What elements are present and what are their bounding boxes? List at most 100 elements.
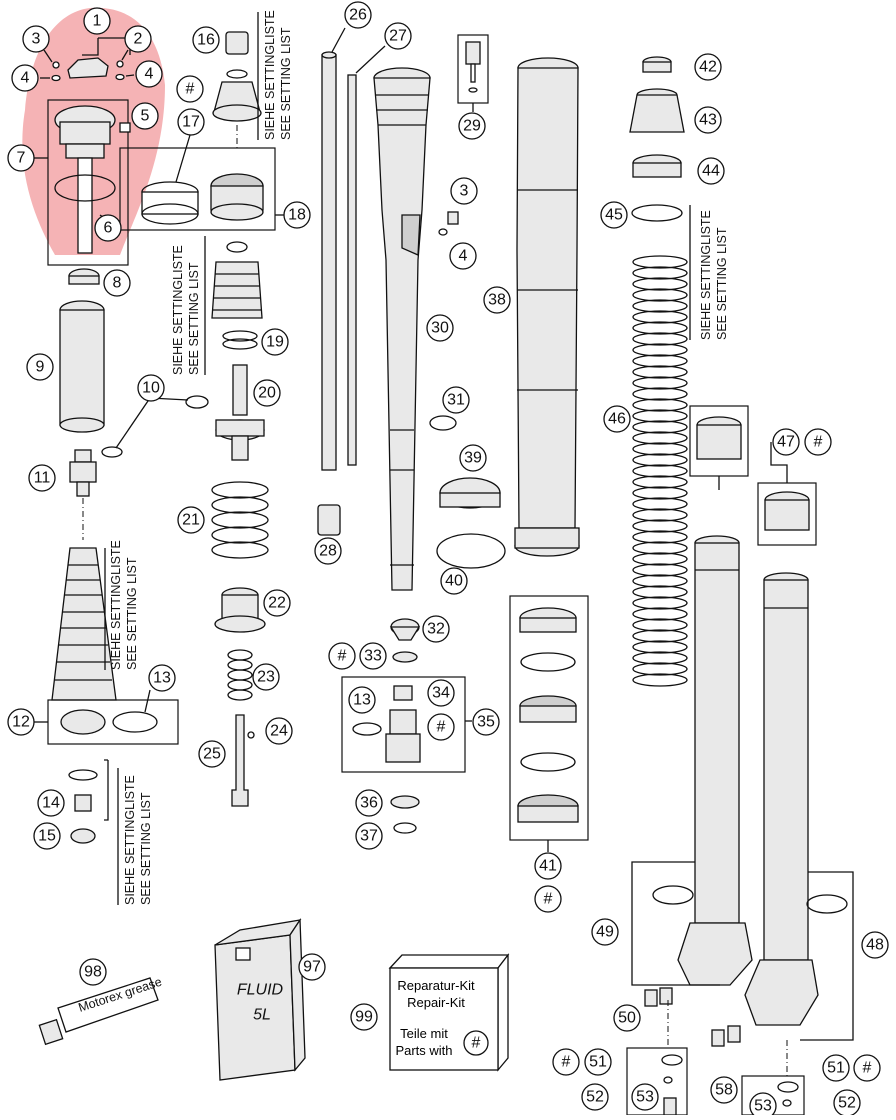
svg-text:#: #	[863, 1060, 872, 1077]
spring-coil	[632, 277, 688, 291]
fork-cap-body	[59, 121, 111, 145]
svg-text:33: 33	[364, 648, 382, 665]
outer-tube-part-38	[516, 67, 579, 529]
valve-part-11-top	[74, 449, 92, 463]
oil-can-part-97: FLUID 5L	[214, 917, 306, 1081]
svg-text:#: #	[544, 891, 553, 908]
callout-2: 2	[124, 25, 152, 53]
svg-text:#: #	[437, 719, 446, 736]
leader-47	[718, 442, 788, 490]
setting-list-label-mid: SIEHE SETTINGLISTE SEE SETTING LIST	[171, 236, 206, 375]
svg-text:28: 28	[319, 543, 337, 560]
piston-rod-part-26	[321, 54, 337, 471]
svg-text:8: 8	[113, 275, 122, 292]
callout-39: 39	[459, 444, 487, 472]
bolt-part-53a	[663, 1097, 677, 1116]
spring-coil	[632, 596, 688, 610]
hash-marker-51a: #	[552, 1048, 580, 1076]
bushing-part-47a-side	[696, 424, 742, 460]
callout-25: 25	[198, 740, 226, 768]
spring-seat-part-43	[629, 94, 685, 133]
needle-part-25	[231, 714, 249, 807]
shim-lines	[54, 564, 112, 681]
svg-text:#: #	[338, 648, 347, 665]
svg-text:18: 18	[288, 207, 306, 224]
oring-part-48	[806, 894, 848, 914]
svg-text:17: 17	[182, 114, 200, 131]
valve-part-29-stem	[470, 63, 476, 83]
svg-text:25: 25	[203, 746, 221, 763]
ring-part-17-side	[141, 191, 199, 215]
callout-19: 19	[261, 328, 289, 356]
oring-part-10b	[101, 446, 123, 458]
callout-26: 26	[344, 1, 372, 29]
nut-part-20-body	[215, 419, 265, 437]
callout-16: 16	[192, 26, 220, 54]
cap-bracket-part	[67, 57, 109, 79]
damper-rod-part	[77, 157, 93, 254]
svg-text:98: 98	[84, 964, 102, 981]
svg-text:27: 27	[389, 28, 407, 45]
repair-kit-parts-en: Parts with	[395, 1043, 452, 1058]
spring-coil	[632, 409, 688, 423]
callout-53a: 53	[631, 1083, 659, 1111]
rod-top-26	[321, 51, 337, 59]
assembly-box-18	[119, 147, 276, 231]
setting-list-de-2: SIEHE SETTINGLISTE	[171, 245, 185, 375]
callout-53b: 53	[749, 1092, 777, 1120]
bushing-part-39-side	[439, 492, 501, 508]
spring-coil	[632, 464, 688, 478]
callout-29: 29	[458, 112, 486, 140]
cap-part-16	[225, 31, 249, 55]
nut-part-8-side	[68, 275, 100, 285]
svg-text:1: 1	[93, 13, 102, 30]
svg-text:53: 53	[754, 1098, 772, 1115]
setting-list-en-1: SEE SETTING LIST	[279, 27, 293, 140]
ring-part-17-bottom	[141, 203, 199, 225]
svg-text:99: 99	[355, 1009, 373, 1026]
setting-list-label-bottom: SIEHE SETTINGLISTE SEE SETTING LIST	[117, 768, 153, 905]
svg-text:#: #	[814, 434, 823, 451]
spring-coil	[632, 343, 688, 357]
shim-lines-col2	[212, 273, 262, 311]
spring-coil	[632, 497, 688, 511]
callout-35: 35	[472, 708, 500, 736]
spring-coil	[632, 563, 688, 577]
callout-45: 45	[600, 201, 628, 229]
callout-8: 8	[103, 269, 131, 297]
spring-coil	[632, 431, 688, 445]
washer-part	[68, 769, 98, 781]
washer-part-52a	[663, 1076, 673, 1084]
svg-text:14: 14	[42, 795, 60, 812]
svg-text:97: 97	[303, 959, 321, 976]
svg-text:13: 13	[153, 670, 171, 687]
svg-text:22: 22	[268, 595, 286, 612]
setting-list-de-3: SIEHE SETTINGLISTE	[109, 540, 123, 670]
screw-part-3c	[447, 211, 459, 225]
tube-part-27	[347, 74, 357, 466]
callout-43: 43	[694, 106, 722, 134]
svg-text:47: 47	[777, 434, 795, 451]
bracket-48	[800, 871, 854, 1041]
callout-6: 6	[94, 214, 122, 242]
callout-3: 3	[22, 25, 50, 53]
callout-22: 22	[263, 589, 291, 617]
callout-20: 20	[253, 379, 281, 407]
callout-46: 46	[603, 405, 631, 433]
spring-coil	[632, 673, 688, 687]
svg-text:48: 48	[866, 937, 884, 954]
svg-text:13: 13	[353, 692, 371, 709]
svg-text:41: 41	[539, 858, 557, 875]
callout-24: 24	[265, 717, 293, 745]
svg-text:44: 44	[702, 163, 720, 180]
callout-3c: 3	[450, 177, 478, 205]
shim-stack-part	[51, 547, 117, 701]
nut-part-15	[70, 828, 96, 844]
svg-text:5: 5	[141, 108, 150, 125]
callout-5: 5	[131, 102, 159, 130]
svg-text:3: 3	[460, 183, 469, 200]
hash-marker-35: #	[427, 713, 455, 741]
svg-text:52: 52	[838, 1095, 856, 1112]
callout-12: 12	[7, 708, 35, 736]
